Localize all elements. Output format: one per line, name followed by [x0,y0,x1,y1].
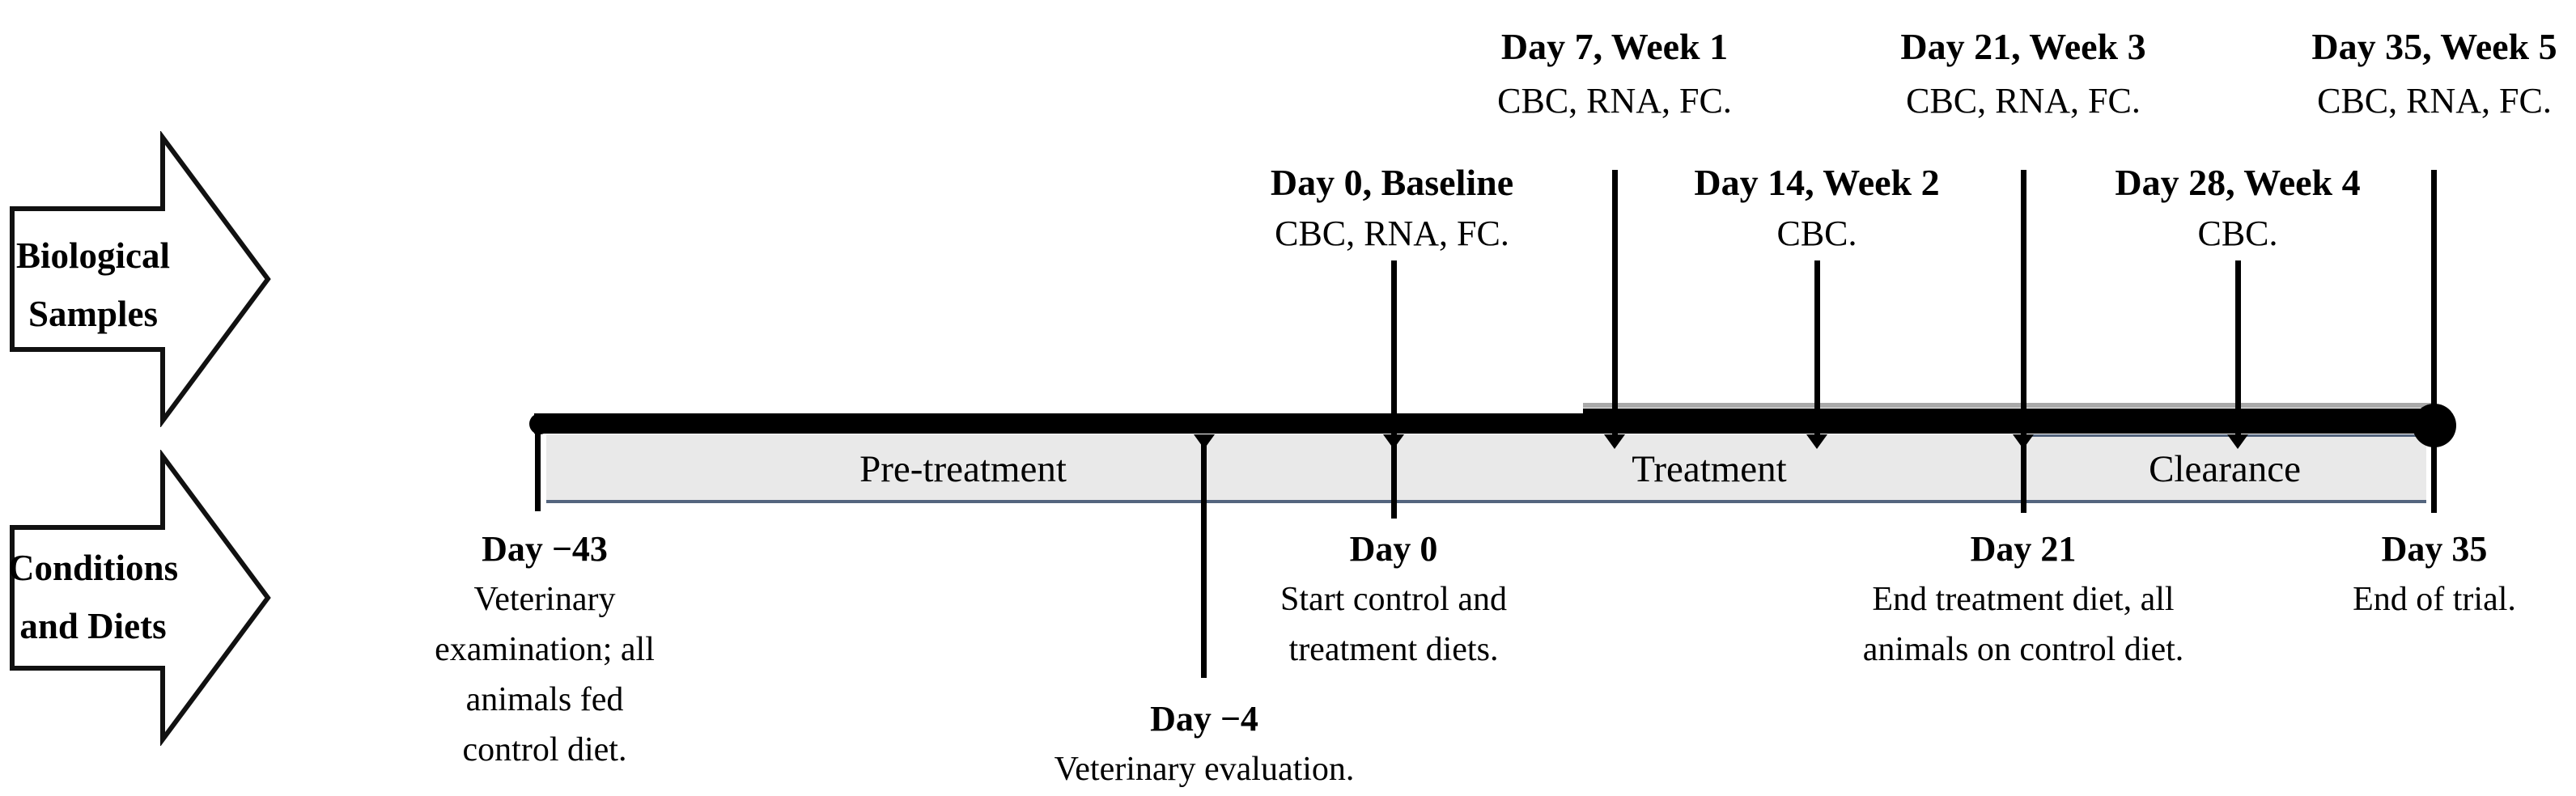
event-day-0-conditions: Day 0 Start control and treatment diets. [1280,524,1507,675]
timeline-start-dot [529,413,550,434]
event-day-0-baseline: Day 0, Baseline CBC, RNA, FC. [1271,157,1513,259]
conditions-and-diets-label: Conditions and Diets [8,539,178,655]
tick-day-35 [2431,170,2437,513]
phase-band-top-border [2021,434,2426,437]
tick-arrowhead-day-minus-4 [1194,434,1215,449]
tick-day-14 [1814,260,1820,435]
tick-arrowhead-day-7 [1604,434,1625,449]
event-day-21-conditions: Day 21 End treatment diet, all animals o… [1863,524,2184,675]
event-line: End of trial. [2353,581,2516,618]
phase-clearance: Clearance [2149,448,2301,490]
event-day-minus-4: Day −4 Veterinary evaluation. [1055,694,1355,794]
event-day-35-conditions: Day 35 End of trial. [2353,524,2516,625]
event-line: End treatment diet, all [1872,581,2175,618]
event-day-35-week-5: Day 35, Week 5 CBC, RNA, FC. [2311,21,2557,129]
event-line: treatment diets. [1288,631,1499,668]
event-title: Day 21 [1970,529,2077,569]
event-day-28-week-4: Day 28, Week 4 CBC. [2115,157,2360,259]
biological-samples-label-line2: Samples [28,294,159,334]
conditions-and-diets-label-line1: Conditions [8,548,179,588]
phase-treatment: Treatment [1632,448,1787,490]
tick-day-minus-4 [1201,437,1207,678]
event-line: animals fed [465,681,624,718]
tick-arrowhead-day-21 [2013,434,2034,449]
timeline-bar-shadow [1583,403,2436,408]
event-day-21-week-3: Day 21, Week 3 CBC, RNA, FC. [1900,21,2145,129]
event-day-14-week-2: Day 14, Week 2 CBC. [1694,157,1939,259]
biological-samples-label: Biological Samples [8,227,178,343]
event-subtitle: CBC, RNA, FC. [1906,81,2141,121]
phase-pre-treatment: Pre-treatment [859,448,1067,490]
event-title: Day −4 [1150,699,1258,739]
tick-day-28 [2235,260,2241,435]
phase-band [546,434,2426,503]
tick-day-21 [2021,170,2026,513]
event-subtitle: CBC, RNA, FC. [1275,214,1509,253]
timeline-bar-step [1583,409,2436,415]
biological-samples-arrow [10,131,271,427]
conditions-and-diets-label-line2: and Diets [19,606,167,646]
tick-day-minus-43 [535,414,541,511]
tick-arrowhead-day-14 [1806,434,1827,449]
tick-arrowhead-day-0 [1383,434,1404,449]
event-line: control diet. [462,731,627,768]
tick-day-0 [1391,260,1397,519]
event-subtitle: CBC, RNA, FC. [2317,81,2552,121]
event-title: Day 0, Baseline [1270,162,1514,203]
event-title: Day 35, Week 5 [2311,26,2557,67]
timeline-end-dot [2413,404,2456,447]
event-line: Start control and [1280,581,1507,618]
event-title: Day 14, Week 2 [1694,162,1940,203]
tick-arrowhead-day-28 [2227,434,2248,449]
biological-samples-label-line1: Biological [16,235,170,276]
event-subtitle: CBC. [1776,214,1857,253]
event-line: examination; all [435,631,655,668]
event-day-7-week-1: Day 7, Week 1 CBC, RNA, FC. [1497,21,1732,129]
event-line: Veterinary evaluation. [1054,751,1355,788]
event-line: animals on control diet. [1862,631,2184,668]
event-day-minus-43: Day −43 Veterinary examination; all anim… [435,524,655,775]
event-title: Day 35 [2381,529,2488,569]
event-title: Day 7, Week 1 [1500,26,1729,67]
conditions-and-diets-arrow [10,450,271,746]
event-subtitle: CBC, RNA, FC. [1497,81,1732,121]
event-title: Day 0 [1349,529,1438,569]
event-title: Day −43 [482,529,608,569]
event-title: Day 21, Week 3 [1900,26,2146,67]
event-line: Veterinary [473,581,616,618]
event-subtitle: CBC. [2197,214,2278,253]
timeline-bar [534,413,2436,434]
event-title: Day 28, Week 4 [2115,162,2361,203]
tick-day-7 [1612,170,1618,435]
